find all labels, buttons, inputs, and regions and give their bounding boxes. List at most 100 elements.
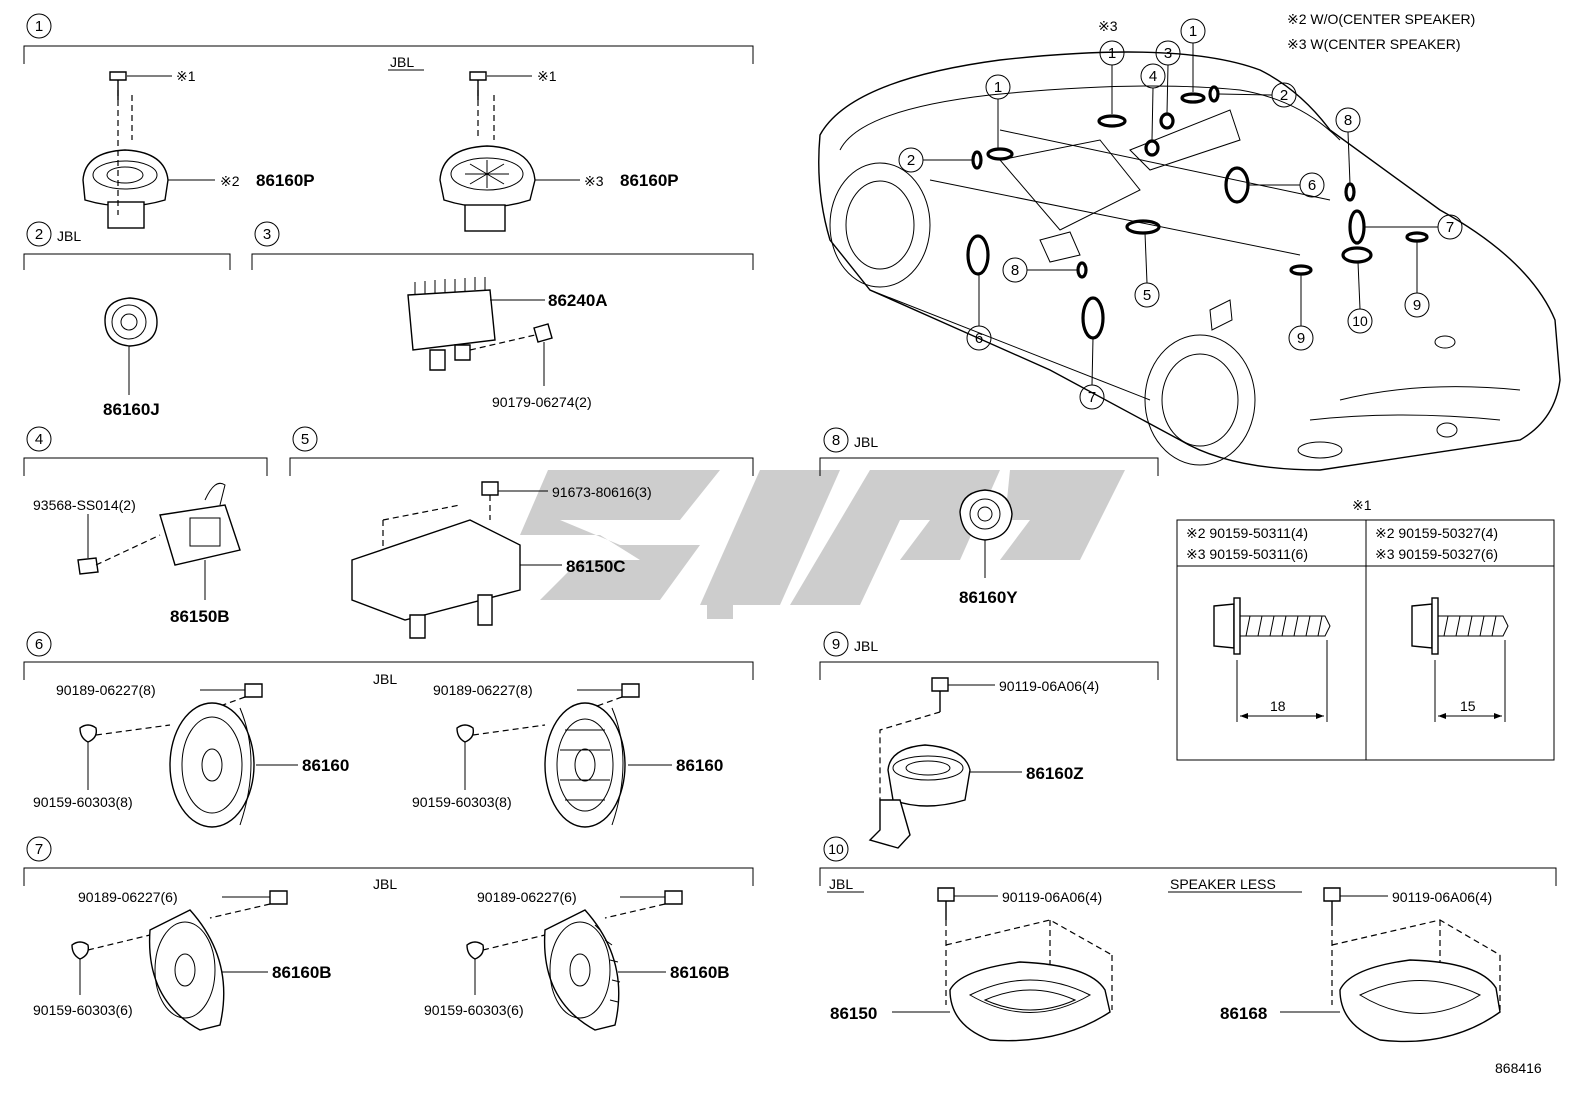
part-bolt-10-left-label: 90119-06A06(4) [1002, 889, 1102, 905]
section-5: 5 91673-80616(3) 86150C [289, 426, 754, 639]
section-9: 9 JBL 90119-06A06(4) 86160Z [819, 631, 1159, 849]
variant-jbl-9: JBL [854, 638, 878, 654]
screw-right-drawing [1411, 597, 1509, 722]
car-callout-4: 4 [1149, 68, 1157, 85]
section-marker-1 [26, 13, 52, 39]
section-4: 4 93568-SS014(2) 86150B [23, 426, 268, 626]
car-speaker-rings [966, 85, 1429, 340]
screw-left-length: 18 [1270, 698, 1286, 714]
star-1-right: ※1 [537, 68, 557, 84]
screw-right-row1: ※2 90159-50327(4) [1375, 525, 1498, 541]
section-2: 2 JBL 86160J [23, 221, 231, 419]
module-86150b [159, 482, 241, 566]
speaker-86160b-right [543, 909, 621, 1031]
part-bolt-91673-label: 91673-80616(3) [552, 484, 652, 500]
speaker-86160y [959, 489, 1013, 578]
speaker-86160-right [544, 702, 626, 828]
car-callouts: ※3 1 1 1 2 2 3 4 5 6 6 7 7 8 8 9 9 10 [898, 18, 1463, 410]
part-86150c-label: 86150C [566, 557, 626, 576]
part-screw-6-left-label: 90159-60303(8) [33, 794, 133, 810]
screw-right-length: 15 [1460, 698, 1476, 714]
speaker-86150 [945, 919, 1113, 1042]
part-86160p-right-label: 86160P [620, 171, 679, 190]
section-3: 3 86240A 90179-06274(2) [251, 221, 754, 410]
section-1: 1 JBL ※1 ※2 86160P [23, 13, 754, 232]
section-marker-5-label: 5 [301, 431, 309, 448]
part-86240a-label: 86240A [548, 291, 608, 310]
speaker-86160p-right [439, 71, 536, 232]
car-callout-5: 5 [1143, 287, 1151, 304]
section-10: 10 JBL SPEAKER LESS 90119-06A06(4) 86150… [819, 836, 1557, 1043]
part-86150-label: 86150 [830, 1004, 877, 1023]
star-1-left: ※1 [176, 68, 196, 84]
variant-jbl-2: JBL [57, 228, 81, 244]
car-callout-7a: 7 [1446, 219, 1454, 236]
part-86160j-label: 86160J [103, 400, 160, 419]
part-86160b-right-label: 86160B [670, 963, 730, 982]
variant-jbl-6: JBL [373, 671, 397, 687]
screw-right-row2: ※3 90159-50327(6) [1375, 546, 1498, 562]
part-86168-label: 86168 [1220, 1004, 1267, 1023]
section-6: 6 JBL 90189-06227(8) 90159-60303(8) 8616… [23, 631, 754, 828]
section-marker-6-label: 6 [35, 636, 43, 653]
car-callout-6b: 6 [975, 330, 983, 347]
part-screw-7-left-label: 90159-60303(6) [33, 1002, 133, 1018]
part-86160y-label: 86160Y [959, 588, 1018, 607]
section-marker-10-label: 10 [828, 841, 844, 857]
car-callout-3: 3 [1164, 45, 1172, 62]
car-callout-8b: 8 [1011, 262, 1019, 279]
section-marker-2-label: 2 [35, 226, 43, 243]
part-clip-7-right-label: 90189-06227(6) [477, 889, 577, 905]
diagram-id: 868416 [1495, 1060, 1542, 1076]
note-w-center-speaker: ※3 W(CENTER SPEAKER) [1287, 36, 1461, 52]
car-callout-8a: 8 [1344, 112, 1352, 129]
note-tag-left: ※2 [220, 173, 240, 189]
car-callout-2b: 2 [907, 152, 915, 169]
car-callout-1b: 1 [1189, 23, 1197, 40]
part-screw-6-right-label: 90159-60303(8) [412, 794, 512, 810]
section-7: 7 JBL 90189-06227(6) 90159-60303(6) 8616… [23, 836, 754, 1031]
speaker-86160z [868, 711, 971, 849]
part-86150b-label: 86150B [170, 607, 230, 626]
part-86160b-left-label: 86160B [272, 963, 332, 982]
car-callout-9b: 9 [1413, 297, 1421, 314]
cover-86168 [1331, 919, 1501, 1043]
part-bolt-10-right-label: 90119-06A06(4) [1392, 889, 1492, 905]
part-86160z-label: 86160Z [1026, 764, 1084, 783]
section-marker-9-label: 9 [832, 636, 840, 653]
car-callout-9a: 9 [1297, 330, 1305, 347]
screw-table-title: ※1 [1352, 497, 1372, 513]
variant-speaker-less: SPEAKER LESS [1170, 876, 1276, 892]
screw-left-row2: ※3 90159-50311(6) [1186, 546, 1308, 562]
part-clip-6-left-label: 90189-06227(8) [56, 682, 156, 698]
screw-left-row1: ※2 90159-50311(4) [1186, 525, 1308, 541]
variant-jbl-label: JBL [390, 54, 414, 70]
note-tag-right: ※3 [584, 173, 604, 189]
module-86150c [351, 481, 521, 639]
part-86160p-left-label: 86160P [256, 171, 315, 190]
section-marker-3-label: 3 [263, 226, 271, 243]
speaker-86160b-left [148, 909, 225, 1031]
car-star3-label: ※3 [1098, 18, 1118, 34]
speaker-86160-left [169, 702, 255, 828]
part-clip-6-right-label: 90189-06227(8) [433, 682, 533, 698]
car-callout-6a: 6 [1308, 177, 1316, 194]
part-86160-right-label: 86160 [676, 756, 723, 775]
section-marker-7-label: 7 [35, 841, 43, 858]
part-bolt-9-label: 90119-06A06(4) [999, 678, 1099, 694]
note-wo-center-speaker: ※2 W/O(CENTER SPEAKER) [1287, 11, 1475, 27]
part-clip-7-left-label: 90189-06227(6) [78, 889, 178, 905]
screw-table: ※1 ※2 90159-50311(4) ※3 90159-50311(6) ※… [1176, 497, 1555, 761]
vehicle-cutaway [818, 51, 1561, 471]
section-marker-1-label: 1 [35, 18, 43, 35]
speaker-86160p-left [82, 71, 169, 229]
part-screw-7-right-label: 90159-60303(6) [424, 1002, 524, 1018]
section-marker-8-label: 8 [832, 432, 840, 449]
speaker-86160j [104, 297, 158, 395]
car-callout-10: 10 [1352, 313, 1368, 329]
amplifier-86240a [407, 277, 553, 371]
part-bolt-93568-label: 93568-SS014(2) [33, 497, 136, 513]
section-8: 8 JBL 86160Y [819, 427, 1159, 607]
section-marker-4-label: 4 [35, 431, 43, 448]
